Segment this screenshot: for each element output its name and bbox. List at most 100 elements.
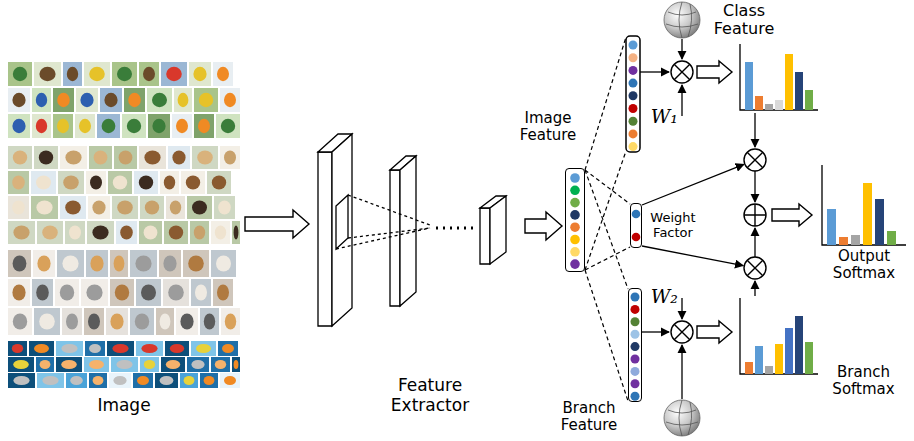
illustration-part: [697, 61, 732, 83]
illustration-part: [144, 151, 160, 165]
illustration-part: [136, 341, 163, 356]
illustration-part: [211, 221, 230, 244]
illustration-part: [161, 62, 187, 86]
illustration-part: [81, 279, 108, 306]
illustration-part: [13, 313, 27, 329]
image-thumbnail: [194, 114, 214, 138]
illustration-part: [225, 313, 236, 329]
illustration-part: [140, 196, 164, 219]
weight-symbol: W₂: [644, 286, 678, 308]
illustration-part: [139, 176, 153, 190]
illustration-part: [671, 61, 693, 83]
illustration-part: [144, 360, 155, 369]
illustration-part: [13, 226, 29, 240]
image-thumbnail: [168, 146, 190, 169]
image-thumbnail: [110, 279, 134, 306]
image-thumbnail: [207, 171, 231, 194]
illustration-part: [110, 250, 128, 277]
illustration-part: [681, 85, 682, 116]
illustration-part: [490, 196, 506, 264]
illustration-part: [187, 357, 209, 372]
illustration-part: [164, 221, 188, 244]
class-softmax-bars: [745, 54, 813, 110]
illustration-part: [168, 146, 190, 169]
illustration-part: [220, 146, 240, 169]
illustration-part: [32, 114, 51, 138]
illustration-part: [87, 221, 114, 244]
image-thumbnail: [100, 88, 122, 112]
illustration-part: [585, 37, 626, 170]
illustration-part: [215, 226, 226, 240]
illustration-part: [839, 237, 848, 245]
illustration-part: [863, 183, 872, 245]
output-softmax-bars: [827, 183, 896, 245]
illustration-part: [32, 88, 51, 112]
illustration-part: [805, 342, 813, 374]
illustration-part: [57, 93, 70, 107]
illustration-part: [117, 67, 132, 81]
image-thumbnail: [53, 114, 73, 138]
image-thumbnail: [140, 196, 164, 219]
illustration-part: [39, 313, 55, 329]
illustration-part: [56, 341, 83, 356]
illustration-part: [211, 250, 236, 277]
illustration-part: [754, 281, 755, 296]
illustration-part: [88, 313, 100, 329]
image-thumbnail: [214, 196, 235, 219]
illustration-part: [104, 93, 117, 107]
illustration-part: [61, 360, 77, 369]
illustration-part: [34, 308, 60, 335]
illustration-part: [88, 196, 110, 219]
image-thumbnail: [194, 88, 218, 112]
illustration-part: [67, 67, 78, 81]
illustration-part: [120, 226, 133, 240]
illustration-part: [631, 293, 640, 302]
illustration-part: [42, 226, 58, 240]
image-thumbnail: [166, 196, 185, 219]
illustration-part: [166, 196, 185, 219]
image-thumbnail: [37, 221, 63, 244]
illustration-part: [192, 201, 207, 215]
image-thumbnail: [8, 279, 30, 306]
image-thumbnail: [8, 357, 34, 372]
weight-dots: [632, 210, 641, 242]
image-thumbnail: [181, 171, 205, 194]
illustration-part: [116, 221, 137, 244]
image-thumbnail: [122, 114, 146, 138]
illustration-part: [631, 317, 640, 326]
illustration-part: [159, 250, 181, 277]
illustration-part: [112, 196, 138, 219]
image-thumbnail: [148, 114, 170, 138]
illustration-part: [163, 279, 189, 306]
illustration-part: [152, 119, 165, 133]
illustration-part: [110, 279, 134, 306]
illustration-part: [674, 64, 690, 80]
illustration-part: [8, 146, 32, 169]
image-thumbnail: [108, 171, 132, 194]
illustration-part: [80, 93, 93, 107]
image-thumbnail: [57, 250, 84, 277]
image-thumbnails: [8, 62, 240, 388]
dashed-projection: [585, 37, 626, 270]
illustration-part: [785, 54, 793, 110]
illustration-part: [221, 119, 235, 133]
image-thumbnail: [86, 250, 108, 277]
image-thumbnail: [176, 308, 198, 335]
illustration-part: [213, 279, 233, 306]
illustration-part: [198, 119, 210, 133]
illustration-part: [13, 360, 29, 369]
illustration-part: [92, 226, 108, 240]
illustration-part: [336, 195, 348, 249]
illustration-part: [197, 151, 213, 165]
illustration-part: [164, 176, 175, 190]
illustration-part: [86, 284, 102, 300]
illustration-part: [113, 176, 127, 190]
illustration-part: [189, 62, 211, 86]
illustration-part: [681, 39, 682, 59]
illustration-part: [631, 330, 640, 339]
image-thumbnail: [86, 171, 106, 194]
node-label: Class Feature: [708, 2, 780, 39]
image-thumbnail: [34, 62, 61, 86]
